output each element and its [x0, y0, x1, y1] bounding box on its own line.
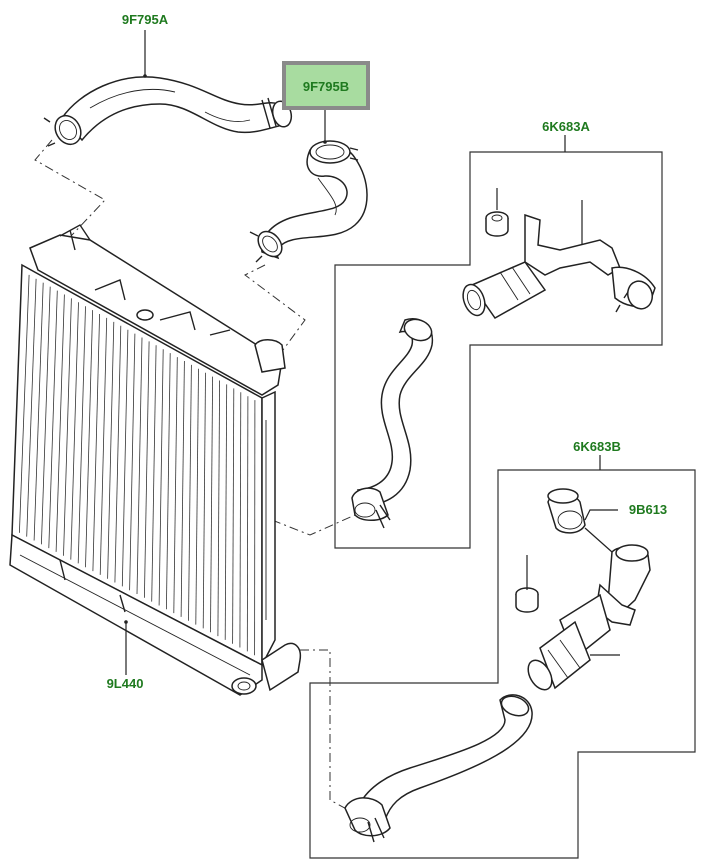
label-9f795b[interactable]: 9F795B — [303, 79, 349, 94]
core-fin — [180, 360, 185, 617]
label-9l440[interactable]: 9L440 — [107, 676, 144, 691]
core-fin — [77, 306, 86, 564]
core-fin — [70, 302, 79, 560]
label-9b613[interactable]: 9B613 — [629, 502, 667, 517]
core-fin — [92, 313, 100, 572]
core-fin — [19, 274, 30, 533]
label-9f795a[interactable]: 9F795A — [122, 12, 169, 27]
core-fin — [217, 380, 220, 637]
connection-centerlines — [34, 139, 356, 813]
leader-lines — [124, 30, 620, 675]
core-fin — [173, 357, 178, 614]
assembly-a-parts — [351, 211, 656, 529]
core-fin — [210, 376, 213, 633]
hose-9f795a — [43, 76, 293, 147]
core-fin — [158, 349, 164, 606]
core-fin — [188, 364, 192, 621]
hose-9f795b — [249, 140, 368, 263]
core-fin — [195, 368, 199, 625]
core-fin — [121, 329, 129, 587]
assembly-b-parts — [344, 488, 651, 843]
core-fin — [202, 372, 206, 629]
highlight-box — [282, 61, 370, 110]
core-fin — [114, 325, 122, 583]
core-fin — [239, 392, 242, 648]
core-fin — [107, 321, 115, 579]
core-fin — [41, 286, 51, 545]
label-6k683a[interactable]: 6K683A — [542, 119, 590, 134]
core-fin — [26, 278, 37, 537]
core-fin — [99, 317, 108, 575]
core-fin — [85, 310, 93, 568]
core-fin — [151, 345, 157, 602]
intercooler-9l440 — [9, 224, 302, 696]
core-fin — [224, 384, 228, 640]
core-fin — [129, 333, 136, 591]
core-fin — [33, 282, 44, 541]
core-fin — [144, 341, 150, 598]
core-fin — [166, 353, 171, 610]
assembly-a-frame — [334, 151, 663, 549]
core-fin — [246, 396, 249, 652]
core-fin — [63, 298, 72, 556]
assembly-b-frame — [309, 469, 696, 859]
core-fin — [136, 337, 143, 595]
core-fin — [48, 290, 58, 549]
core-fin — [55, 294, 65, 552]
core-fin — [232, 388, 235, 644]
label-6k683b[interactable]: 6K683B — [573, 439, 621, 454]
